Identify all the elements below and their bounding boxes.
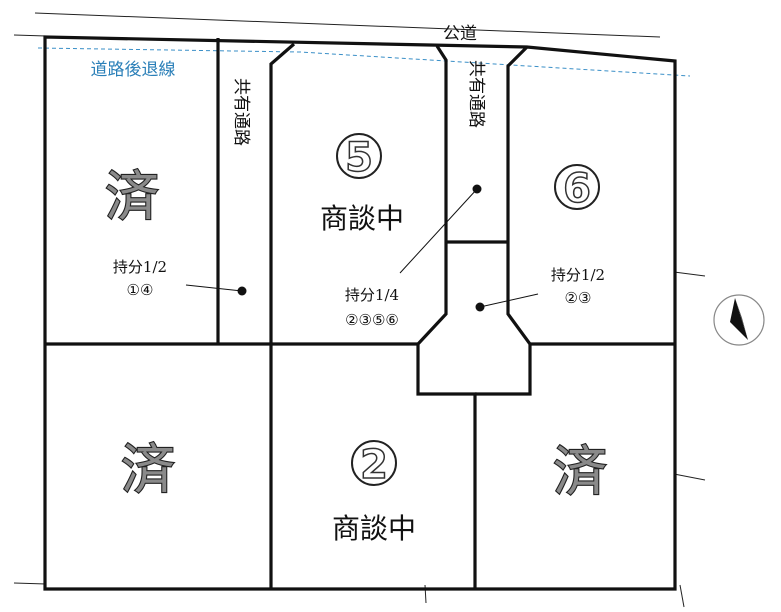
share-owners: ②③⑤⑥ <box>345 311 399 329</box>
lot-bottom-mid[interactable]: 2 商談中 <box>332 440 416 545</box>
leader-line-left <box>185 284 243 292</box>
lot-top-right[interactable]: 6 持分1/2 ②③ <box>551 164 605 307</box>
lot-bottom-right[interactable]: 済 <box>552 439 608 504</box>
setback-line <box>37 47 691 77</box>
share-owners: ②③ <box>565 289 592 307</box>
share-dot-mid <box>472 184 482 194</box>
setback-label: 道路後退線 <box>91 60 176 80</box>
road-label: 公道 <box>443 24 477 44</box>
share-text: 持分1/2 <box>113 258 167 276</box>
share-owners: ①④ <box>127 281 154 299</box>
lot-number-circle <box>336 133 382 179</box>
lot-number: 6 <box>563 166 591 212</box>
shared-road-label-right: 共有通路 <box>466 60 486 128</box>
lot-status: 済 <box>105 165 159 228</box>
north-arrow-icon <box>713 294 765 346</box>
lot-bottom-left[interactable]: 済 <box>120 437 176 502</box>
share-text: 持分1/4 <box>345 286 399 304</box>
share-dot-left <box>237 286 247 296</box>
lot-number-circle <box>351 440 397 486</box>
lot-number: 5 <box>345 135 373 181</box>
lot-number: 2 <box>360 442 388 488</box>
lot-number-circle <box>554 164 600 210</box>
lot-top-left[interactable]: 済 持分1/2 ①④ <box>104 164 167 299</box>
share-dot-right <box>475 302 485 312</box>
leader-line-right <box>479 293 539 308</box>
share-text: 持分1/2 <box>551 266 605 284</box>
shared-road-label-left: 共有通路 <box>231 78 251 146</box>
lot-boundaries <box>43 35 677 591</box>
lot-status: 済 <box>121 438 175 501</box>
lot-status: 商談中 <box>332 512 416 545</box>
leader-line-mid <box>399 188 478 274</box>
lot-top-mid[interactable]: 5 商談中 持分1/4 ②③⑤⑥ <box>320 133 404 329</box>
lot-status: 済 <box>553 440 607 503</box>
lot-status: 商談中 <box>320 202 404 235</box>
